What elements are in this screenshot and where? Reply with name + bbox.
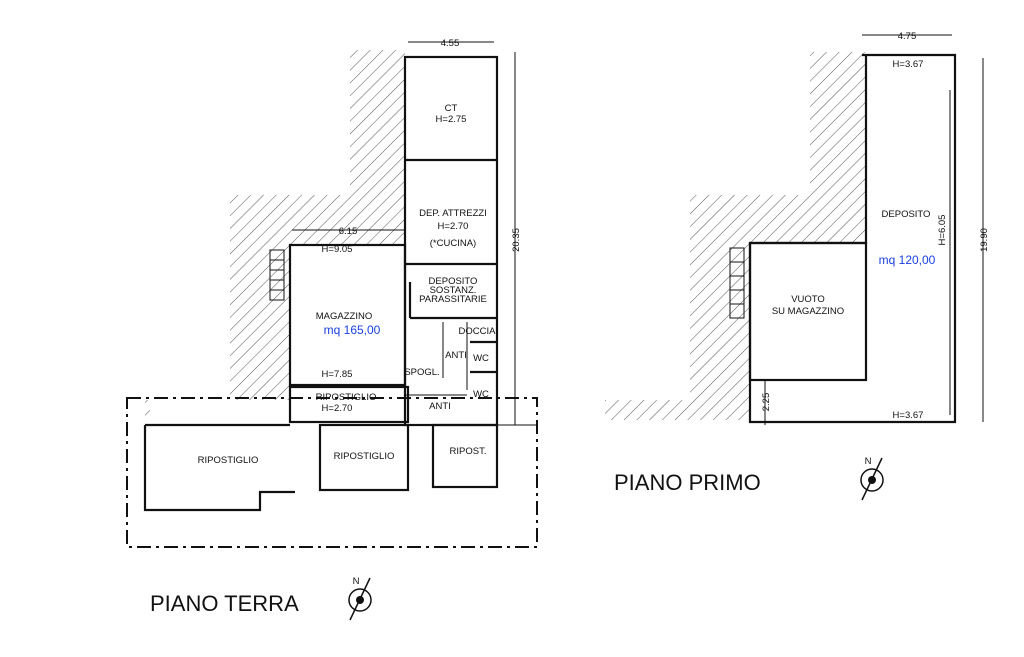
room-height: H=2.70 (322, 403, 353, 414)
room-height: H=9.05 (322, 244, 353, 255)
room-height: H=3.67 (893, 59, 924, 70)
room-vuoto: VUOTO (791, 294, 825, 305)
room-height: H=6.05 (937, 215, 948, 246)
ripostiglio-small-walls (288, 385, 410, 424)
plan-title-piano-primo: PIANO PRIMO (614, 470, 761, 495)
room-deposito: DEPOSITO (882, 209, 931, 220)
piano-primo-plan: 4.75 19.90 2.25 H=3.67 H=3.67 DEPOSITO H… (605, 31, 990, 501)
room-ct: CT (445, 103, 458, 114)
ripost-walls (431, 423, 499, 489)
room-label: PARASSITARIE (419, 294, 487, 305)
north-label: N (865, 456, 872, 467)
room-height: H=2.75 (436, 114, 467, 125)
room-magazzino: MAGAZZINO (316, 311, 372, 322)
room-wc: WC (473, 353, 489, 364)
room-label: SU MAGAZZINO (772, 306, 844, 317)
stairs (729, 247, 745, 319)
room-anti: ANTI (445, 350, 467, 361)
dimension-width: 4.55 (441, 38, 460, 49)
dimension-magazzino: 6.15 (339, 226, 358, 237)
ripostiglio-mid-walls (318, 423, 410, 492)
hatched-ground-area (605, 52, 866, 420)
room-dep-attrezzi: DEP. ATTREZZI (419, 208, 487, 219)
room-height: H=7.85 (322, 369, 353, 380)
room-ripost: RIPOST. (450, 446, 487, 457)
room-anti: ANTI (429, 401, 451, 412)
room-wc: WC (473, 389, 489, 400)
piano-terra-plan: 4.55 6.15 20.35 CT H=2.75 DEP. ATTREZZI … (126, 38, 538, 621)
room-ripostiglio: RIPOSTIGLIO (316, 392, 377, 403)
north-arrow-icon: N (348, 576, 372, 621)
room-ripostiglio: RIPOSTIGLIO (198, 455, 259, 466)
dimension-height: 19.90 (979, 228, 990, 252)
room-ripostiglio: RIPOSTIGLIO (334, 451, 395, 462)
stairs (269, 249, 285, 301)
hatched-ground-area (145, 50, 405, 420)
dimension-height: 20.35 (511, 228, 522, 252)
magazzino-area: mq 165,00 (324, 323, 381, 337)
room-spogl: SPOGL. (404, 367, 439, 378)
room-doccia: DOCCIA (459, 326, 497, 337)
property-boundary (126, 397, 538, 548)
room-note: (*CUCINA) (430, 238, 476, 249)
dimension-small: 2.25 (761, 393, 772, 412)
north-label: N (353, 576, 360, 587)
room-deposito: DEPOSITO (429, 276, 478, 287)
deposito-area: mq 120,00 (879, 253, 936, 267)
north-arrow-icon: N (860, 456, 884, 501)
magazzino-walls (288, 243, 407, 387)
room-label: SOSTANZ. (430, 285, 477, 296)
plan-title-piano-terra: PIANO TERRA (150, 591, 299, 616)
room-height: H=3.67 (893, 410, 924, 421)
room-height: H=2.70 (438, 221, 469, 232)
dimension-width: 4.75 (898, 31, 917, 42)
vuoto-walls (748, 241, 868, 382)
